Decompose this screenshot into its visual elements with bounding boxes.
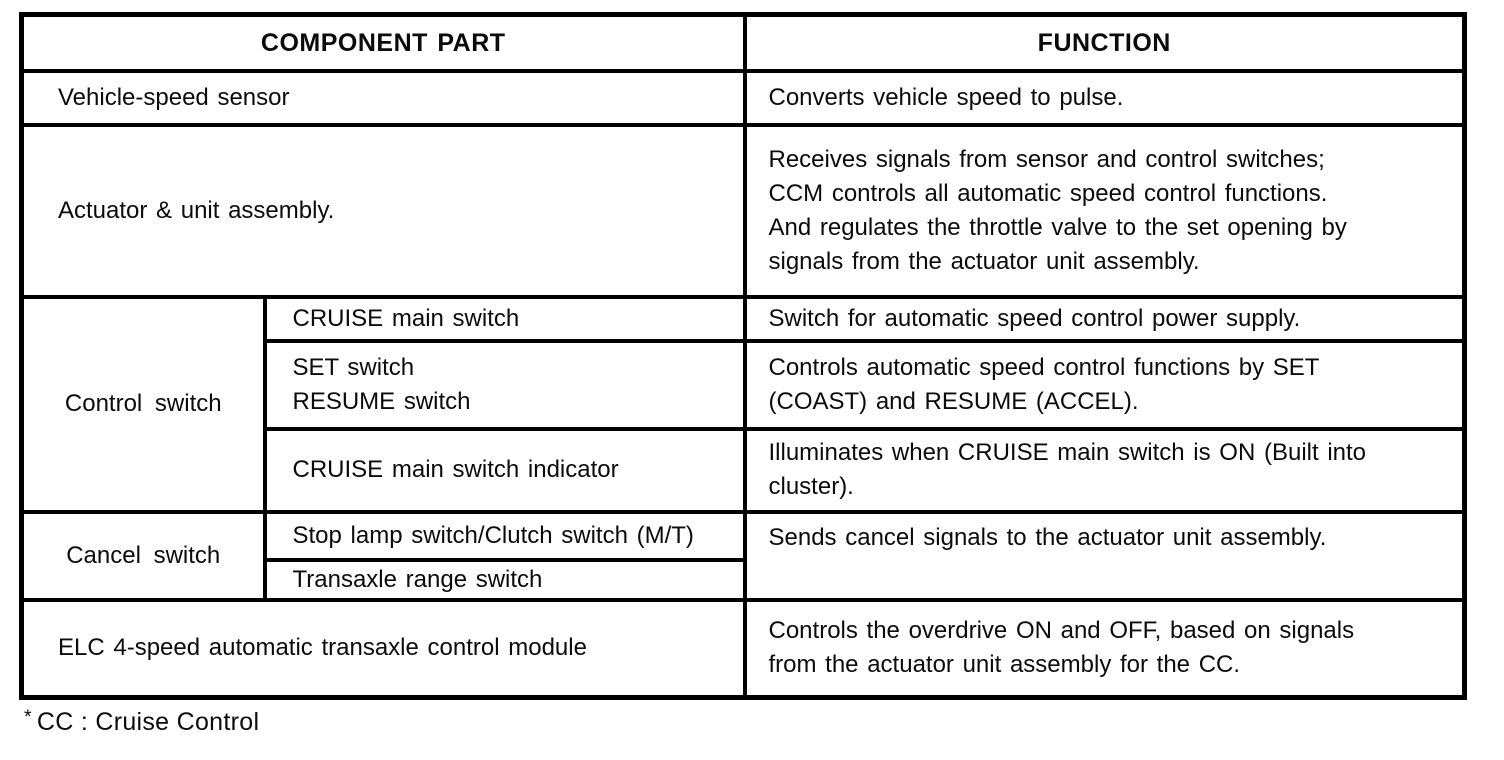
table-row-vehicle-speed-sensor: Vehicle-speed sensor Converts vehicle sp… <box>19 68 1467 127</box>
function-cancel-switch: Sends cancel signals to the actuator uni… <box>742 509 1467 602</box>
function-vehicle-speed-sensor: Converts vehicle speed to pulse. <box>742 68 1467 127</box>
part-cruise-main-switch: CRUISE main switch <box>262 294 747 343</box>
function-header: FUNCTION <box>742 12 1467 73</box>
footnote-text: CC : Cruise Control <box>36 707 260 736</box>
part-actuator-unit-assembly: Actuator & unit assembly. <box>19 122 747 299</box>
group-label-control-switch: Control switch <box>19 294 267 514</box>
function-elc-transaxle-control-module: Controls the overdrive ON and OFF, based… <box>742 597 1467 700</box>
group-label-cancel-switch: Cancel switch <box>19 509 267 602</box>
part-cruise-main-switch-indicator: CRUISE main switch indicator <box>262 426 747 514</box>
components-function-table: COMPONENT PART FUNCTION Vehicle-speed se… <box>19 12 1467 700</box>
table-row-set-resume-switch: SET switch RESUME switch Controls automa… <box>22 338 1467 431</box>
footnote-asterisk: * <box>24 706 32 728</box>
table-header-row: COMPONENT PART FUNCTION <box>19 12 1467 73</box>
part-elc-transaxle-control-module: ELC 4-speed automatic transaxle control … <box>19 597 747 700</box>
part-vehicle-speed-sensor: Vehicle-speed sensor <box>19 68 747 127</box>
part-stop-lamp-clutch-switch: Stop lamp switch/Clutch switch (M/T) <box>262 509 747 562</box>
function-set-resume-switch: Controls automatic speed control functio… <box>742 338 1467 431</box>
footnote: *CC : Cruise Control <box>24 706 259 737</box>
part-set-resume-switch: SET switch RESUME switch <box>262 338 747 431</box>
function-cruise-main-switch: Switch for automatic speed control power… <box>742 294 1467 343</box>
table-row-actuator-unit-assembly: Actuator & unit assembly. Receives signa… <box>19 122 1467 299</box>
function-cruise-main-switch-indicator: Illuminates when CRUISE main switch is O… <box>742 426 1467 514</box>
table-row-stop-lamp-clutch-switch: Cancel switch Stop lamp switch/Clutch sw… <box>19 509 1467 602</box>
table-row-cruise-main-switch-indicator: CRUISE main switch indicator Illuminates… <box>22 426 1467 514</box>
table-row-elc-transaxle-control-module: ELC 4-speed automatic transaxle control … <box>19 597 1467 700</box>
table-row-transaxle-range-switch: Transaxle range switch <box>22 557 1465 602</box>
part-transaxle-range-switch: Transaxle range switch <box>262 557 747 602</box>
table-row-cruise-main-switch: Control switch CRUISE main switch Switch… <box>19 294 1467 514</box>
component-part-header: COMPONENT PART <box>19 12 747 73</box>
function-actuator-unit-assembly: Receives signals from sensor and control… <box>742 122 1467 299</box>
